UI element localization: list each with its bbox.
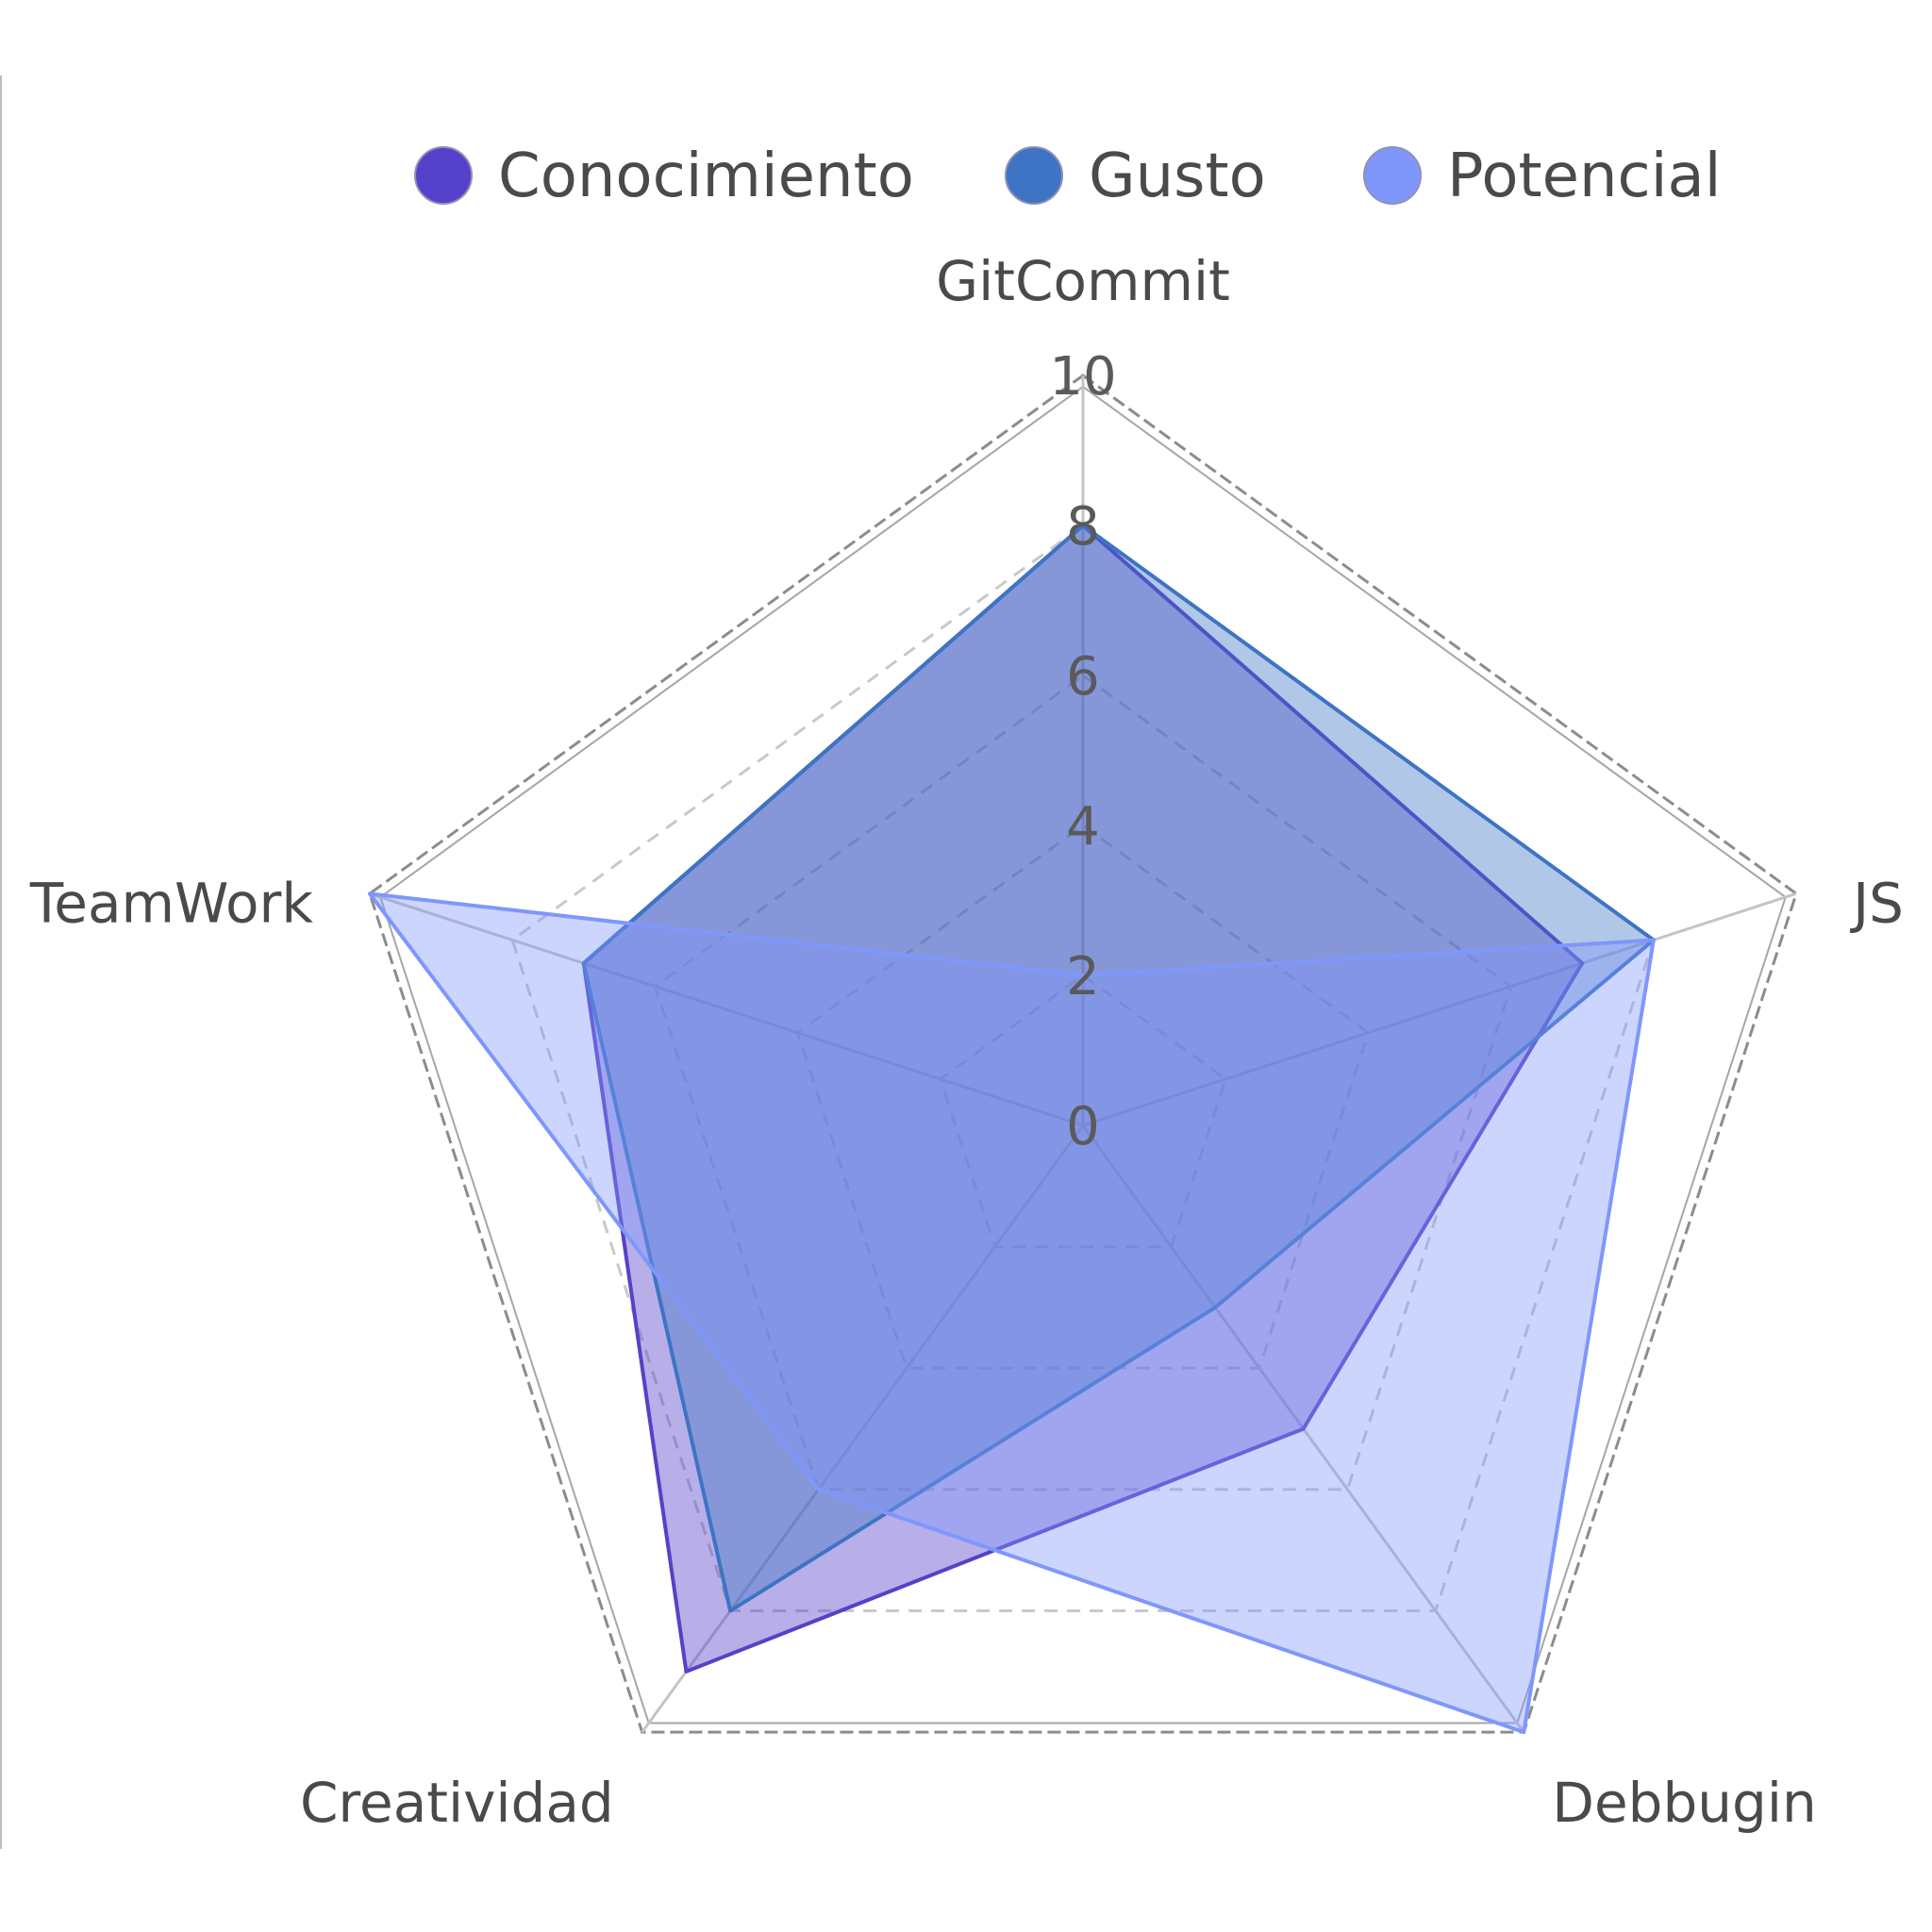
tick-label-4: 4 [1066, 796, 1100, 858]
radar-series [367, 524, 1656, 1735]
legend-label-gusto: Gusto [1089, 142, 1266, 211]
tick-label-2: 2 [1066, 946, 1100, 1008]
radial-ticks: 0 2 4 6 8 10 [1049, 346, 1116, 1158]
spoke-creatividad [641, 1124, 1085, 1734]
legend-swatch-gusto [1005, 146, 1063, 205]
legend-label-conocimiento: Conocimiento [498, 142, 914, 211]
left-edge-border [0, 75, 2, 1849]
series-potencial [367, 891, 1656, 1735]
tick-label-10: 10 [1049, 346, 1116, 408]
axis-label-debbugin: Debbugin [1552, 1771, 1816, 1835]
axis-label-teamwork: TeamWork [29, 871, 314, 935]
legend-swatch-potencial [1363, 146, 1422, 205]
grid-ring-outer-inner [379, 385, 1787, 1724]
series-gusto [581, 524, 1656, 1613]
grid-ring-2 [939, 974, 1227, 1249]
spoke-teamwork [369, 891, 1084, 1127]
tick-label-6: 6 [1066, 646, 1100, 708]
tick-label-0: 0 [1066, 1096, 1100, 1158]
spoke-js [1082, 891, 1797, 1127]
legend-label-potencial: Potencial [1447, 142, 1721, 211]
legend: Conocimiento Gusto Potencial [414, 142, 1721, 211]
legend-swatch-conocimiento [414, 146, 473, 205]
axis-label-js: JS [1850, 871, 1904, 935]
axis-label-creatividad: Creatividad [300, 1771, 614, 1835]
tick-label-8: 8 [1066, 496, 1100, 558]
axis-label-gitcommit: GitCommit [936, 249, 1230, 313]
